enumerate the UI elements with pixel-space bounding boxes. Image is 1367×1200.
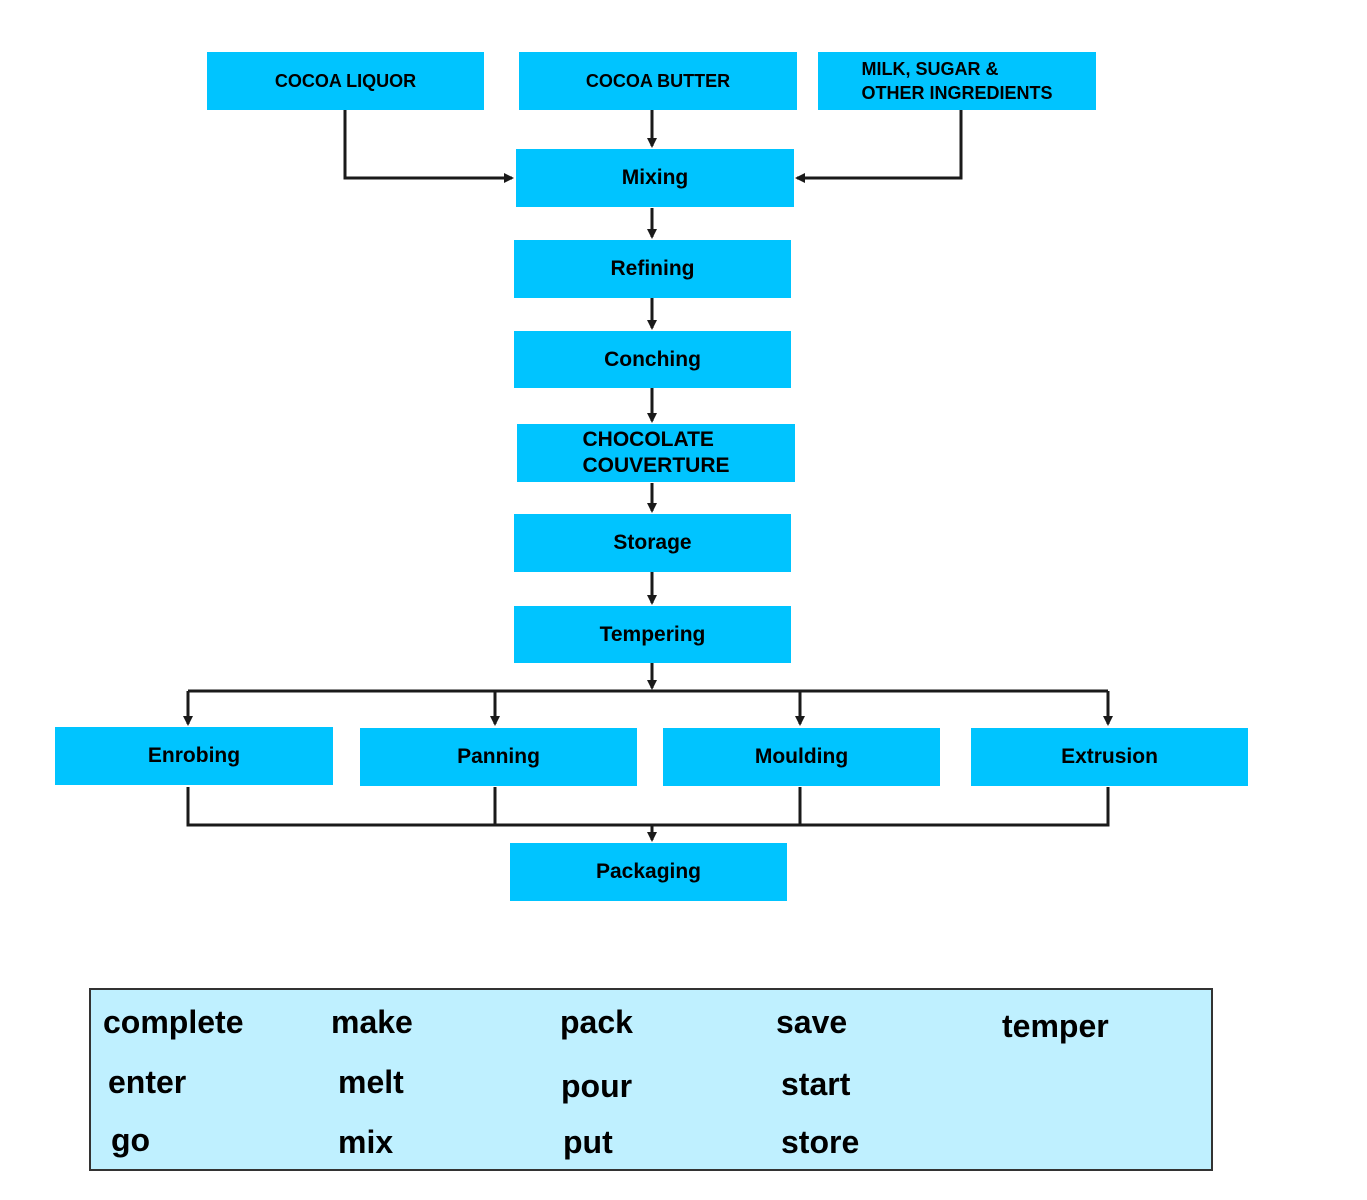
milk-sugar-box: MILK, SUGAR & OTHER INGREDIENTS xyxy=(818,52,1096,110)
milk-sugar-label: MILK, SUGAR & OTHER INGREDIENTS xyxy=(861,57,1052,105)
word-item: make xyxy=(331,1004,413,1040)
tempering-box: Tempering xyxy=(514,606,791,663)
word-item: temper xyxy=(1002,1008,1109,1044)
couverture-line-2: COUVERTURE xyxy=(582,454,730,477)
refining-box: Refining xyxy=(514,240,791,298)
arrow-milk-to-mixing xyxy=(795,110,963,183)
word-item: mix xyxy=(338,1124,394,1160)
milk-sugar-line-1: MILK, SUGAR & xyxy=(861,59,999,79)
word-item: store xyxy=(781,1124,860,1160)
arrow-liquor-to-mixing xyxy=(343,110,514,183)
conching-label: Conching xyxy=(604,347,701,371)
panning-label: Panning xyxy=(457,745,540,768)
word-item: enter xyxy=(108,1064,187,1100)
word-item: pour xyxy=(561,1068,633,1104)
cocoa-butter-box: COCOA BUTTER xyxy=(519,52,797,110)
word-item: complete xyxy=(103,1004,244,1040)
mixing-box: Mixing xyxy=(516,149,794,207)
packaging-label: Packaging xyxy=(595,860,702,883)
chocolate-couverture-box: CHOCOLATE COUVERTURE xyxy=(517,424,795,482)
cocoa-butter-label: COCOA BUTTER xyxy=(585,70,731,91)
conching-box: Conching xyxy=(514,331,791,388)
refining-label: Refining xyxy=(610,257,695,280)
tempering-label: Tempering xyxy=(599,622,706,646)
word-item: pack xyxy=(560,1004,633,1040)
word-item: melt xyxy=(338,1064,404,1100)
extrusion-label: Extrusion xyxy=(1061,745,1158,768)
panning-box: Panning xyxy=(360,728,637,786)
enrobing-box: Enrobing xyxy=(55,727,333,785)
word-bank: complete enter go make melt mix pack pou… xyxy=(89,988,1213,1171)
moulding-label: Moulding xyxy=(754,745,849,768)
extrusion-box: Extrusion xyxy=(971,728,1248,786)
storage-label: Storage xyxy=(613,531,692,554)
storage-box: Storage xyxy=(514,514,791,572)
word-item: put xyxy=(563,1124,613,1160)
cocoa-liquor-box: COCOA LIQUOR xyxy=(207,52,484,110)
packaging-box: Packaging xyxy=(510,843,787,901)
word-item: go xyxy=(111,1122,151,1158)
cocoa-liquor-label: COCOA LIQUOR xyxy=(274,70,417,91)
merge-bar xyxy=(186,787,1110,827)
mixing-label: Mixing xyxy=(621,166,689,189)
enrobing-label: Enrobing xyxy=(147,744,241,767)
word-item: save xyxy=(776,1004,848,1040)
chocolate-couverture-label: CHOCOLATE COUVERTURE xyxy=(582,427,729,479)
milk-sugar-line-2: OTHER INGREDIENTS xyxy=(861,83,1053,103)
couverture-line-1: CHOCOLATE xyxy=(582,428,714,451)
moulding-box: Moulding xyxy=(663,728,940,786)
word-item: start xyxy=(781,1066,851,1102)
